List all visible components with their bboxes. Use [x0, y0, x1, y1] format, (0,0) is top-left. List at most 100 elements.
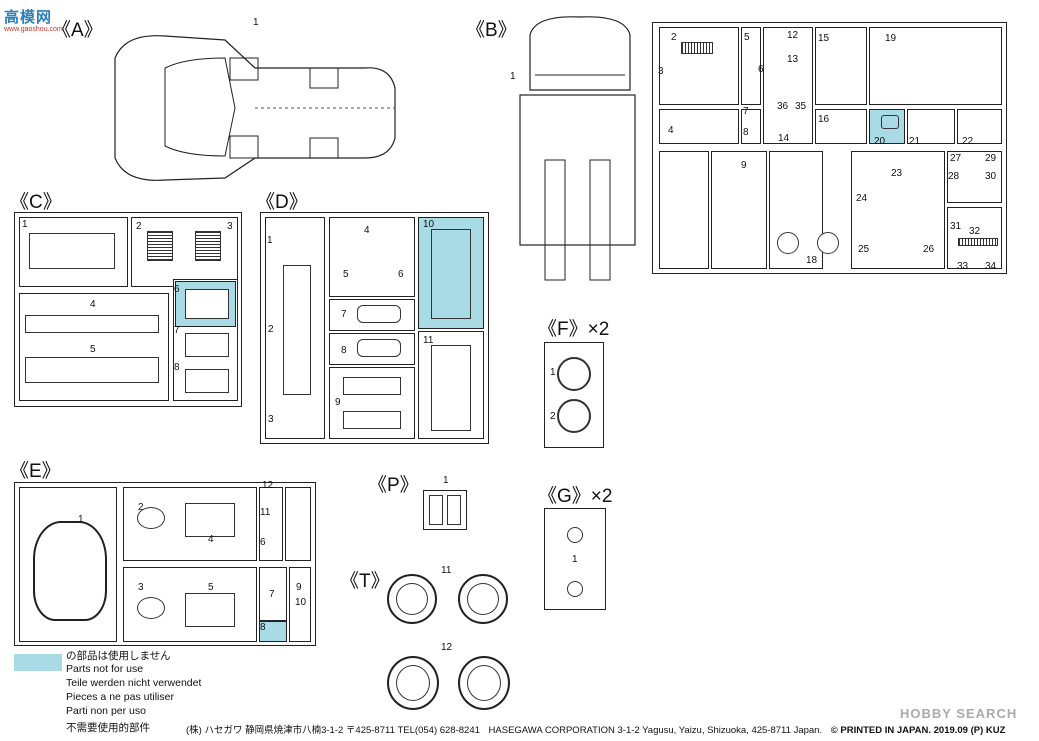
e-part-3-shape: [137, 597, 165, 619]
section-f-label: 《F》×2: [538, 319, 610, 340]
b-cell-16: [815, 109, 867, 144]
p-num-1: 1: [443, 475, 449, 486]
d-part-8-shape: [357, 339, 401, 357]
c-num-5: 5: [90, 344, 96, 355]
watermark-top: 高模网: [4, 9, 53, 26]
d-num-7: 7: [341, 309, 347, 320]
b-num-6: 6: [758, 64, 764, 75]
b-num-15: 15: [818, 33, 830, 44]
b-num-21: 21: [909, 136, 921, 147]
d-cell-10: [418, 217, 484, 329]
b-num-16: 16: [818, 114, 830, 125]
e-num-9: 9: [296, 582, 302, 593]
b-num-25: 25: [858, 244, 870, 255]
b-num-14: 14: [778, 133, 790, 144]
c-num-1: 1: [22, 219, 28, 230]
hobbysearch-watermark: HOBBY SEARCH: [900, 706, 1018, 721]
b-num-8: 8: [743, 127, 749, 138]
b-cell-20: [869, 109, 905, 144]
e-num-7: 7: [269, 589, 275, 600]
b-cell-21: [907, 109, 955, 144]
f-num-2: 2: [550, 411, 556, 422]
footer-company-en: HASEGAWA CORPORATION 3-1-2 Yagusu, Yaizu…: [488, 725, 823, 736]
e-num-12: 12: [262, 480, 274, 491]
d-part-9b-shape: [343, 411, 401, 429]
d-sprue-frame: [260, 212, 489, 444]
b-cell-top-left: [659, 27, 739, 105]
b-num-33: 33: [957, 261, 969, 272]
g-part-1a: [567, 527, 583, 543]
b-num-28: 28: [948, 171, 960, 182]
d-num-6: 6: [398, 269, 404, 280]
watermark-bottom: www.gaoshou.com: [4, 26, 63, 33]
c-part-7-shape: [185, 333, 229, 357]
a-part-number: 1: [253, 17, 259, 28]
t-tire-11b: [458, 574, 508, 624]
e-part-5-shape: [185, 593, 235, 627]
b-cell-top-mid: [741, 27, 761, 105]
t-tire-12b: [458, 656, 510, 710]
section-e-label: 《E》: [10, 461, 61, 482]
e-part-4-shape: [185, 503, 235, 537]
g-sprue-frame: [544, 508, 606, 610]
b-cell-27: [947, 151, 1002, 203]
t-num-11: 11: [441, 565, 452, 576]
d-num-2: 2: [268, 324, 274, 335]
footer-company-jp: (株) ハセガワ 静岡県焼津市八楠3-1-2 〒425-8711 TEL(054…: [186, 725, 480, 736]
b-num-26: 26: [923, 244, 935, 255]
legend-line-en: Parts not for use: [66, 663, 144, 675]
d-num-8: 8: [341, 345, 347, 356]
c-part-4-shape: [25, 315, 159, 333]
legend-line-fr: Pieces a ne pas utiliser: [66, 691, 174, 703]
c-part-8-shape: [185, 369, 229, 393]
b-cell-23: [851, 151, 945, 269]
f-wheel-1: [557, 357, 591, 391]
b-cell-bottom-left2: [711, 151, 767, 269]
c-cell-4-5: [19, 293, 169, 401]
b-wheel-18a: [777, 232, 799, 254]
b-num-30: 30: [985, 171, 997, 182]
section-g-label: 《G》×2: [538, 486, 613, 507]
g-num-1: 1: [572, 554, 578, 565]
a-car-body-drawing: [114, 35, 396, 181]
b-num-18: 18: [806, 255, 818, 266]
f-wheel-2: [557, 399, 591, 433]
d-num-3: 3: [268, 414, 274, 425]
e-part-2-shape: [137, 507, 165, 529]
e-num-3: 3: [138, 582, 144, 593]
b-num-2: 2: [671, 32, 677, 43]
e-num-8: 8: [260, 622, 266, 633]
legend-swatch: [14, 654, 62, 671]
d-num-4: 4: [364, 225, 370, 236]
section-p-label: 《P》: [368, 475, 419, 496]
b-num-12: 12: [787, 30, 799, 41]
b-cell-8: [741, 109, 761, 144]
section-c-label: 《C》: [10, 192, 62, 213]
footer-line: (株) ハセガワ 静岡県焼津市八楠3-1-2 〒425-8711 TEL(054…: [186, 722, 1005, 736]
section-t-label: 《T》: [340, 571, 390, 592]
b-cell-bottom-left: [659, 151, 709, 269]
watermark-logo: 高模网 www.gaoshou.com: [4, 6, 63, 33]
f-sprue-frame: [544, 342, 604, 448]
b-num-36: 36: [777, 101, 789, 112]
d-num-11: 11: [423, 335, 434, 346]
e-num-6: 6: [260, 537, 266, 548]
d-num-9: 9: [335, 397, 341, 408]
t-tire-12a: [387, 656, 439, 710]
c-part-1-shape: [29, 233, 115, 269]
legend-line-it: Parti non per uso: [66, 705, 146, 717]
e-num-11: 11: [260, 507, 271, 518]
b-num-23: 23: [891, 168, 903, 179]
c-part-5-shape: [25, 357, 159, 383]
e-part-1-shape: [33, 521, 107, 621]
e-cell-7: [259, 567, 287, 621]
t-tire-11a: [387, 574, 437, 624]
c-num-3: 3: [227, 221, 233, 232]
c-num-6: 6: [174, 284, 180, 295]
b-num-20: 20: [874, 136, 886, 147]
d-part-11-shape: [431, 345, 471, 431]
b-num-19: 19: [885, 33, 897, 44]
c-part-3-shape: [195, 231, 221, 261]
e-num-5: 5: [208, 582, 214, 593]
b-num-35: 35: [795, 101, 807, 112]
